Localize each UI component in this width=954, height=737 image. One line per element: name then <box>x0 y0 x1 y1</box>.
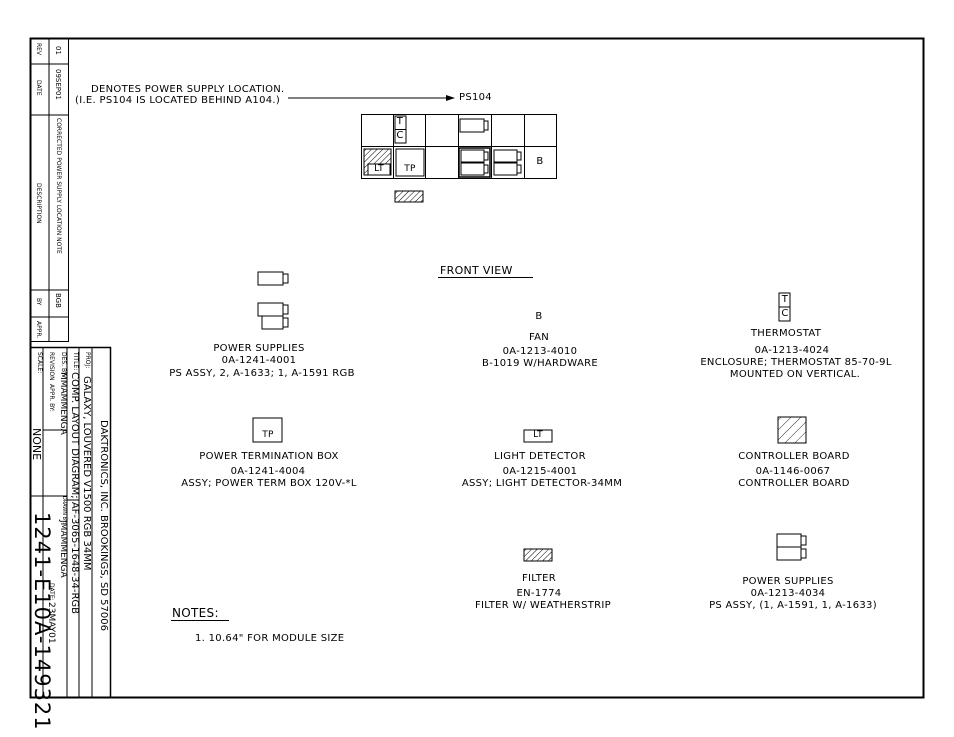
legend-filter-desc: FILTER W/ WEATHERSTRIP <box>474 600 612 611</box>
legend-ctrl-desc: CONTROLLER BOARD <box>738 478 850 489</box>
legend-thermo-c: C <box>781 308 789 319</box>
description-header: DESCRIPTION <box>35 183 42 224</box>
filter-below-grid <box>394 190 424 203</box>
ps104-label: PS104 <box>459 92 492 103</box>
legend-lt-name: LIGHT DETECTOR <box>494 451 586 462</box>
notes-heading: NOTES: <box>172 606 219 620</box>
legend-lt-symbol: LT <box>533 430 543 440</box>
by-header: BY <box>35 298 42 306</box>
legend-tp-desc: ASSY; POWER TERM BOX 120V-*L <box>181 478 357 489</box>
legend-ps1-name: POWER SUPPLIES <box>213 343 305 354</box>
grid-fan-label: B <box>536 156 544 167</box>
front-view-label: FRONT VIEW <box>440 264 513 277</box>
scale-label: SCALE: <box>36 352 43 374</box>
rev-entry-description: CORRECTED POWER SUPPLY LOCATION NOTE <box>55 118 62 254</box>
project-name: GALAXY, LOUVERED V1500 RGB 34MM <box>81 376 92 571</box>
legend-lt-part: 0A-1215-4001 <box>502 466 578 477</box>
drawing-title: COMP. LAYOUT DIAGRAM; AF-3065-1648-34-RG… <box>69 372 80 615</box>
drawing-number: 1241-E10A-149321 <box>30 512 54 731</box>
title-label: TITLE: <box>72 352 79 371</box>
module-layout-grid <box>361 114 557 179</box>
grid-lt-label: LT <box>374 164 384 174</box>
legend-ps1-part: 0A-1241-4001 <box>221 355 297 366</box>
legend-ctrl-name: CONTROLLER BOARD <box>738 451 850 462</box>
date-header: DATE <box>35 80 42 96</box>
legend-tp-part: 0A-1241-4004 <box>230 466 306 477</box>
legend-ps2-part: 0A-1213-4034 <box>750 588 826 599</box>
legend-ps1-desc: PS ASSY, 2, A-1633; 1, A-1591 RGB <box>169 368 355 379</box>
legend-thermo-t: T <box>781 294 789 305</box>
legend-thermo-name: THERMOSTAT <box>750 328 822 339</box>
grid-tp-label: TP <box>404 164 416 174</box>
legend-fan-name: FAN <box>528 332 550 343</box>
legend-tp-symbol: TP <box>262 430 274 440</box>
legend-ctrl-part: 0A-1146-0067 <box>755 466 831 477</box>
designer: MMAMMENGA <box>58 372 68 435</box>
rev-header: REV <box>35 43 42 56</box>
legend-thermo-part: 0A-1213-4024 <box>754 345 830 356</box>
legend-filter-part: EN-1774 <box>516 588 562 599</box>
grid-tc-c: C <box>396 130 404 141</box>
legend-fan-symbol: B <box>535 311 543 322</box>
note-item-1: 1. 10.64" FOR MODULE SIZE <box>195 633 345 644</box>
company-name: DAKTRONICS, INC. BROOKINGS, SD 57006 <box>98 420 109 631</box>
legend-fan-desc: B-1019 W/HARDWARE <box>482 358 598 369</box>
legend-filter-name: FILTER <box>521 573 557 584</box>
scale-value: NONE <box>30 428 43 461</box>
revision-label: REVISION <box>48 352 55 381</box>
legend-lt-desc: ASSY; LIGHT DETECTOR-34MM <box>461 478 623 489</box>
appr-by-label: APPR. BY: <box>48 384 55 412</box>
legend-fan-part: 0A-1213-4010 <box>502 346 578 357</box>
rev-entry-by: BGB <box>54 293 62 308</box>
rev-entry-number: 01 <box>54 46 62 55</box>
legend-ps2-desc: PS ASSY, (1, A-1591, 1, A-1633) <box>709 600 877 611</box>
proj-label: PROJ: <box>84 352 91 369</box>
legend-ps2-name: POWER SUPPLIES <box>742 576 834 587</box>
note-line-1: DENOTES POWER SUPPLY LOCATION. <box>91 84 285 95</box>
legend-thermo-desc: ENCLOSURE; THERMOSTAT 85-70-9L <box>700 357 892 368</box>
drafter: JMAMMENGA <box>58 520 68 578</box>
legend-thermo-desc2: MOUNTED ON VERTICAL. <box>729 369 861 380</box>
note-line-2: (I.E. PS104 IS LOCATED BEHIND A104.) <box>75 95 281 106</box>
grid-tc-t: T <box>396 116 404 127</box>
legend-tp-name: POWER TERMINATION BOX <box>199 451 339 462</box>
rev-entry-date: 09SEP01 <box>54 69 62 100</box>
appr-header: APPR. <box>35 321 42 339</box>
